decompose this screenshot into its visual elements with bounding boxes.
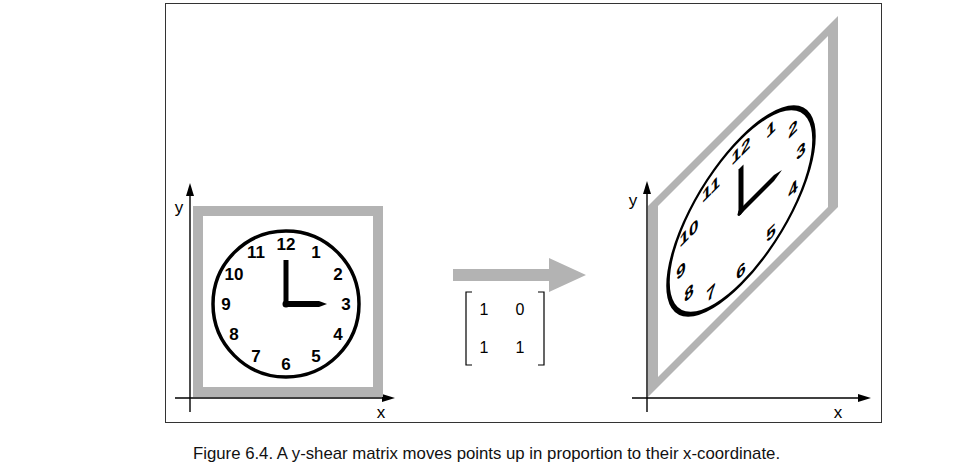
matrix-bracket (466, 292, 472, 365)
clock-number: 10 (680, 215, 699, 251)
clock-number: 3 (341, 296, 350, 313)
frame-border (198, 211, 378, 392)
clock-number: 7 (706, 280, 715, 306)
matrix-entry: 1 (480, 340, 489, 356)
clock-number: 9 (676, 258, 685, 284)
figure-caption: Figure 6.4. A y-shear matrix moves point… (0, 444, 973, 464)
transform-arrow (453, 258, 586, 292)
clock-number: 8 (229, 326, 238, 343)
clock-number: 11 (702, 172, 720, 207)
clock-number: 2 (788, 116, 797, 142)
x-axis (632, 397, 862, 398)
axis-arrowhead (643, 181, 651, 194)
matrix-bracket (538, 292, 544, 365)
clock-number: 10 (225, 266, 244, 283)
clock-number: 3 (796, 138, 805, 164)
hour-hand (284, 301, 327, 307)
clock-face: 121234567891011 (666, 61, 816, 361)
clock-number: 1 (311, 244, 320, 261)
clock-number: 2 (333, 266, 342, 283)
x-axis (175, 397, 386, 398)
clock-rim (668, 65, 814, 357)
clock-outline (666, 61, 816, 361)
clock-number: 8 (684, 280, 693, 306)
clock-number: 11 (247, 244, 265, 261)
clock-number: 6 (281, 356, 290, 373)
axis-arrowhead (382, 394, 395, 402)
clock-face: 12 12 3 45 6 78 9 1011 (211, 229, 361, 379)
minute-hand (284, 260, 289, 306)
matrix-entry: 0 (516, 302, 525, 318)
axis-arrowhead (186, 183, 194, 196)
y-axis (646, 190, 647, 412)
clock-number: 9 (221, 296, 230, 313)
axis-label: y (175, 199, 184, 216)
clock-number: 4 (333, 326, 342, 343)
clock-rim (213, 231, 359, 377)
clock-pivot (738, 204, 745, 218)
axis-label: x (834, 404, 843, 421)
clock-number: 1 (766, 116, 775, 142)
y-axis (189, 192, 190, 412)
axis-label: y (629, 192, 638, 209)
clock-number: 5 (311, 347, 320, 364)
clock-panel: 121234567891011 (648, 16, 838, 397)
axis-label: x (377, 404, 386, 421)
clock-number: 4 (788, 176, 797, 202)
clock-number: 12 (277, 236, 296, 253)
axis-arrowhead (858, 394, 871, 402)
hour-hand (739, 167, 782, 216)
clock-number: 7 (251, 347, 260, 364)
frame-border (653, 26, 833, 387)
matrix-entry: 1 (480, 302, 489, 318)
clock-pivot (283, 301, 290, 308)
matrix-entry: 1 (516, 340, 525, 356)
figure-border (166, 4, 882, 423)
clock-panel: 12 12 3 45 6 78 9 1011 (193, 206, 383, 397)
